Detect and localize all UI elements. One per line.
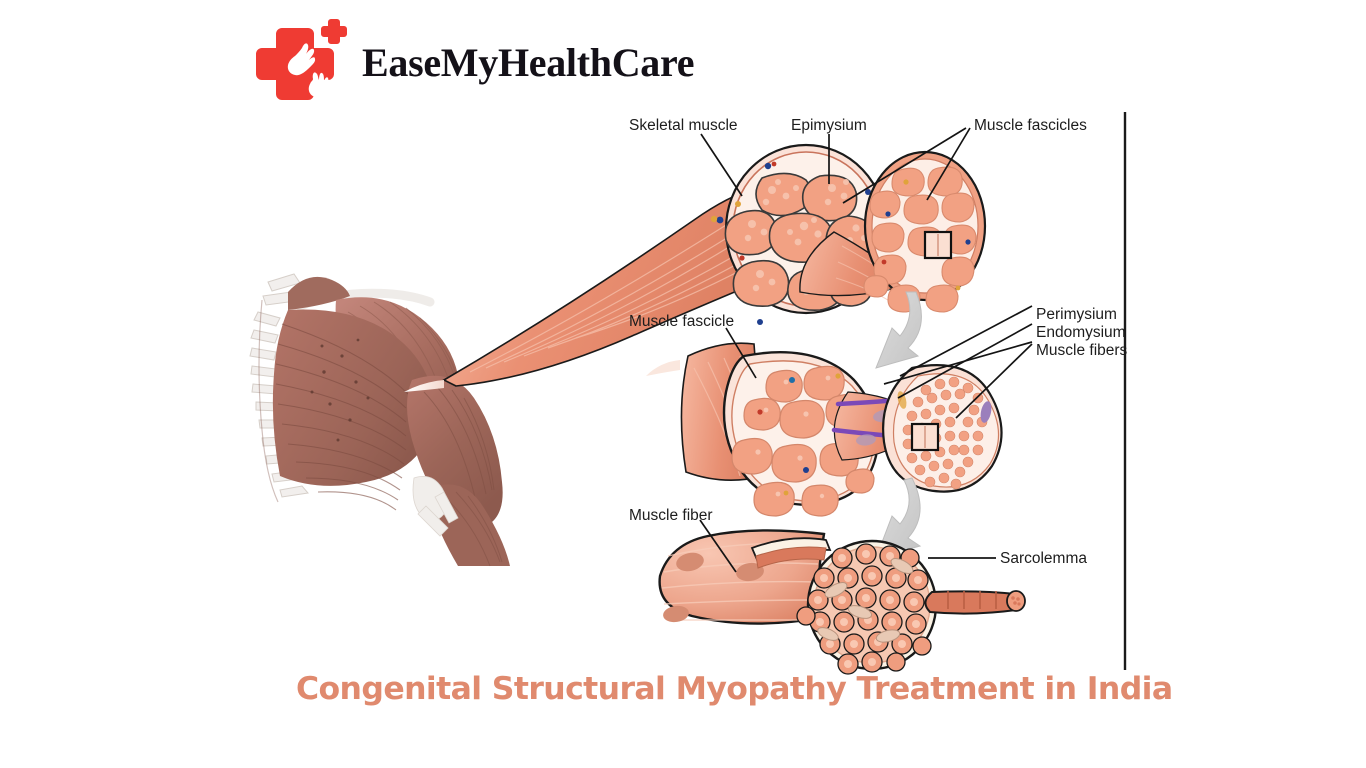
label-skeletal-muscle: Skeletal muscle (629, 117, 738, 134)
zoom-arrow-top (875, 291, 922, 369)
leader-muscle-fibers-b (955, 343, 1033, 419)
label-epimysium: Epimysium (791, 117, 867, 134)
zoom-region-box-top (923, 230, 953, 260)
label-perimysium: Perimysium (1036, 306, 1117, 323)
label-muscle-fiber: Muscle fiber (629, 507, 713, 524)
brand-header: EaseMyHealthCare (252, 16, 694, 104)
label-muscle-fascicle: Muscle fascicle (629, 313, 735, 330)
muscle-fascicle-illustration (646, 342, 1003, 517)
shoulder-arm-anatomy-illustration (249, 273, 510, 567)
label-sarcolemma: Sarcolemma (1000, 550, 1087, 567)
leader-perimysium (899, 305, 1033, 377)
zoom-arrow-middle (875, 477, 922, 559)
label-muscle-fascicles: Muscle fascicles (974, 117, 1087, 134)
skeletal-muscle-belly (404, 187, 783, 392)
leader-endomysium (897, 323, 1033, 399)
muscle-fiber-illustration (658, 529, 1026, 675)
page-caption: Congenital Structural Myopathy Treatment… (296, 671, 1173, 707)
medical-cross-with-hands-icon (252, 16, 348, 104)
leader-lines (699, 127, 1033, 573)
whole-muscle-cross-section (710, 143, 888, 325)
leader-skeletal-muscle (700, 133, 743, 197)
zoom-region-box-middle (910, 422, 940, 452)
skeletal-muscle-belly-right (799, 231, 912, 305)
fascicle-bundle-cross-section (863, 150, 987, 313)
label-muscle-fibers: Muscle fibers (1036, 342, 1128, 359)
leader-muscle-fascicles-b (926, 127, 971, 201)
leader-muscle-fascicles-a (842, 127, 967, 204)
leader-muscle-fibers-a (883, 341, 1033, 385)
brand-wordmark: EaseMyHealthCare (362, 40, 695, 85)
leader-muscle-fascicle (725, 327, 757, 379)
leader-muscle-fiber (699, 519, 737, 573)
label-endomysium: Endomysium (1036, 324, 1126, 341)
